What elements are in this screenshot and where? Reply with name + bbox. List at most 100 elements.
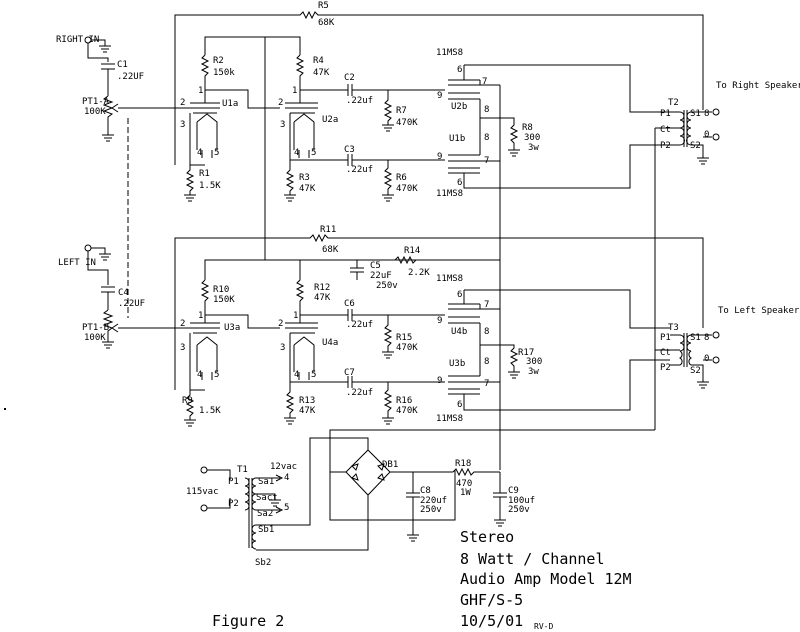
svg-text:C3: C3 bbox=[344, 145, 355, 155]
svg-text:6: 6 bbox=[457, 178, 462, 188]
title-line-1: Stereo bbox=[460, 528, 514, 546]
left-spk-0-terminal[interactable] bbox=[712, 356, 720, 364]
svg-text:R6: R6 bbox=[396, 173, 407, 183]
r12 bbox=[295, 260, 305, 315]
r18 bbox=[452, 467, 500, 477]
svg-text:Sb1: Sb1 bbox=[258, 525, 274, 535]
svg-text:R3: R3 bbox=[299, 173, 310, 183]
svg-text:7: 7 bbox=[482, 77, 487, 87]
svg-text:11MS8: 11MS8 bbox=[436, 189, 463, 199]
title-revision: RV-D bbox=[534, 622, 553, 631]
svg-text:11MS8: 11MS8 bbox=[436, 48, 463, 58]
svg-text:8: 8 bbox=[704, 109, 709, 119]
u2a bbox=[285, 102, 318, 114]
r14 bbox=[394, 255, 417, 265]
r10 bbox=[200, 279, 210, 315]
svg-text:U3a: U3a bbox=[224, 323, 240, 333]
svg-text:C9: C9 bbox=[508, 486, 519, 496]
svg-text:R16: R16 bbox=[396, 396, 412, 406]
svg-text:22uF: 22uF bbox=[370, 271, 392, 281]
svg-text:Sa2: Sa2 bbox=[257, 509, 273, 519]
svg-text:C8: C8 bbox=[420, 486, 431, 496]
svg-text:300: 300 bbox=[524, 133, 540, 143]
svg-text:7: 7 bbox=[484, 379, 489, 389]
c7 bbox=[342, 376, 445, 388]
r17 bbox=[500, 344, 520, 379]
power-supply: 115vac P1 P2 T1 Sa1 Sact Sa2 Sb1 Sb2 12v… bbox=[186, 437, 535, 568]
svg-text:6: 6 bbox=[457, 65, 462, 75]
svg-text:U4b: U4b bbox=[451, 327, 467, 337]
svg-text:0: 0 bbox=[704, 354, 709, 364]
r3 bbox=[284, 160, 296, 202]
svg-text:1: 1 bbox=[293, 311, 298, 321]
svg-text:R18: R18 bbox=[455, 459, 471, 469]
title-line-2: 8 Watt / Channel bbox=[460, 550, 605, 568]
svg-text:U3b: U3b bbox=[449, 359, 465, 369]
svg-text:R17: R17 bbox=[518, 348, 534, 358]
tube-u1b bbox=[448, 154, 480, 174]
svg-text:C1: C1 bbox=[117, 60, 128, 70]
svg-text:C6: C6 bbox=[344, 299, 355, 309]
svg-text:C7: C7 bbox=[344, 368, 355, 378]
t2-transformer: T2 P1 Ct P2 S1 S2 8 0 bbox=[660, 98, 720, 165]
tube-u4b bbox=[448, 303, 480, 324]
svg-text:5: 5 bbox=[214, 370, 219, 380]
svg-text:C5: C5 bbox=[370, 261, 381, 271]
svg-text:1: 1 bbox=[198, 311, 203, 321]
svg-text:PT1-A: PT1-A bbox=[82, 97, 110, 107]
svg-text:115vac: 115vac bbox=[186, 487, 219, 497]
svg-text:3: 3 bbox=[280, 343, 285, 353]
svg-text:DB1: DB1 bbox=[382, 460, 398, 470]
svg-text:Ct: Ct bbox=[660, 348, 671, 358]
svg-text:1: 1 bbox=[292, 86, 297, 96]
svg-text:U1b: U1b bbox=[449, 134, 465, 144]
svg-text:U2a: U2a bbox=[322, 115, 338, 125]
svg-text:3: 3 bbox=[180, 343, 185, 353]
svg-text:0: 0 bbox=[704, 130, 709, 140]
c5 bbox=[350, 260, 364, 280]
svg-text:.22uf: .22uf bbox=[346, 96, 373, 106]
svg-text:.22UF: .22UF bbox=[118, 299, 145, 309]
svg-text:.22uf: .22uf bbox=[346, 388, 373, 398]
svg-text:P1: P1 bbox=[660, 109, 671, 119]
svg-text:2: 2 bbox=[278, 98, 283, 108]
r6 bbox=[382, 160, 394, 202]
svg-text:5: 5 bbox=[284, 503, 289, 513]
svg-text:2.2K: 2.2K bbox=[408, 268, 430, 278]
tube-u2b bbox=[448, 79, 480, 100]
svg-text:9: 9 bbox=[437, 376, 442, 386]
r15 bbox=[382, 315, 394, 359]
left-spk-8-terminal[interactable] bbox=[712, 331, 720, 339]
svg-text:47K: 47K bbox=[314, 293, 331, 303]
svg-text:U1a: U1a bbox=[222, 99, 238, 109]
right-spk-8-terminal[interactable] bbox=[712, 108, 720, 116]
mains-terminal-2[interactable] bbox=[200, 504, 208, 512]
svg-text:3w: 3w bbox=[528, 367, 539, 377]
svg-text:Ct: Ct bbox=[660, 125, 671, 135]
t1-primary bbox=[244, 477, 250, 511]
svg-text:470: 470 bbox=[456, 479, 472, 489]
svg-text:11MS8: 11MS8 bbox=[436, 274, 463, 284]
right-channel: RIGHT IN C1 .22UF PT1-A 100K R5 68K R2 1… bbox=[56, 1, 800, 470]
svg-text:100K: 100K bbox=[84, 333, 106, 343]
svg-text:1: 1 bbox=[198, 86, 203, 96]
svg-text:1W: 1W bbox=[460, 488, 471, 498]
mains-terminal-1[interactable] bbox=[200, 466, 208, 474]
c1 bbox=[101, 63, 115, 70]
svg-text:8: 8 bbox=[484, 133, 489, 143]
svg-text:47K: 47K bbox=[313, 68, 330, 78]
svg-text:100K: 100K bbox=[84, 107, 106, 117]
left-in-label: LEFT IN bbox=[58, 258, 96, 268]
svg-text:PT1-B: PT1-B bbox=[82, 323, 109, 333]
right-spk-0-terminal[interactable] bbox=[712, 133, 720, 141]
svg-text:220uf: 220uf bbox=[420, 496, 447, 506]
svg-text:P1: P1 bbox=[228, 477, 239, 487]
svg-text:R13: R13 bbox=[299, 396, 315, 406]
svg-text:P1: P1 bbox=[660, 333, 671, 343]
svg-text:P2: P2 bbox=[660, 363, 671, 373]
figure-caption: Figure 2 bbox=[212, 612, 284, 630]
left-in-jack[interactable] bbox=[84, 244, 92, 252]
svg-text:S1: S1 bbox=[690, 333, 701, 343]
svg-text:R10: R10 bbox=[213, 285, 229, 295]
svg-text:T3: T3 bbox=[668, 323, 679, 333]
